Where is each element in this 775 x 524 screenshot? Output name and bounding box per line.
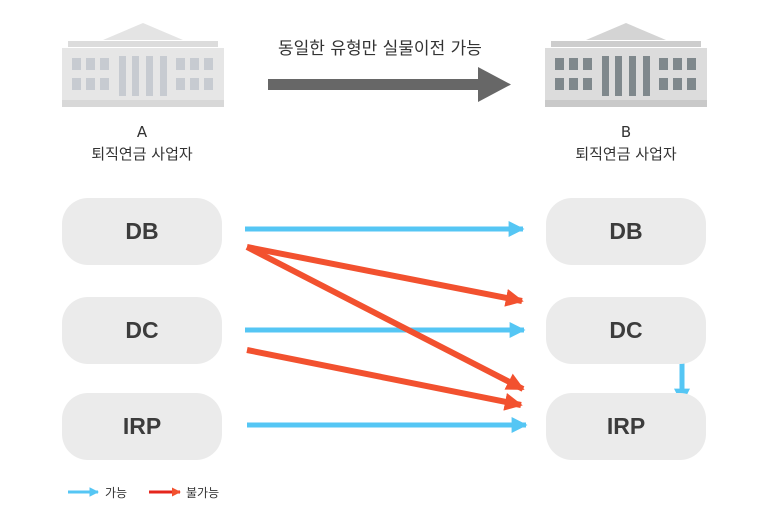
transfer-direction-arrow (268, 67, 511, 102)
legend-impossible-label: 불가능 (186, 486, 220, 500)
source-name: 퇴직연금 사업자 (91, 145, 193, 163)
source-irp-pill: IRP (62, 393, 222, 460)
target-letter: B (620, 123, 632, 141)
target-name: 퇴직연금 사업자 (575, 145, 677, 163)
arrow-dc-to-irp-blocked (246, 347, 523, 411)
target-building-icon (545, 23, 707, 107)
source-dc-pill: DC (62, 297, 222, 364)
legend-possible-label: 가능 (105, 486, 128, 500)
source-db-pill: DB (62, 198, 222, 265)
target-irp-pill: IRP (546, 393, 706, 460)
source-letter: A (136, 123, 148, 141)
target-dc-pill: DC (546, 297, 706, 364)
arrow-db-to-irp-blocked (245, 244, 525, 392)
target-db-pill: DB (546, 198, 706, 265)
source-provider-label: A 퇴직연금 사업자 (62, 121, 222, 165)
source-building-icon (62, 23, 224, 107)
target-provider-label: B 퇴직연금 사업자 (546, 121, 706, 165)
arrow-db-to-dc-blocked (246, 244, 524, 307)
header-caption: 동일한 유형만 실물이전 가능 (278, 39, 482, 59)
